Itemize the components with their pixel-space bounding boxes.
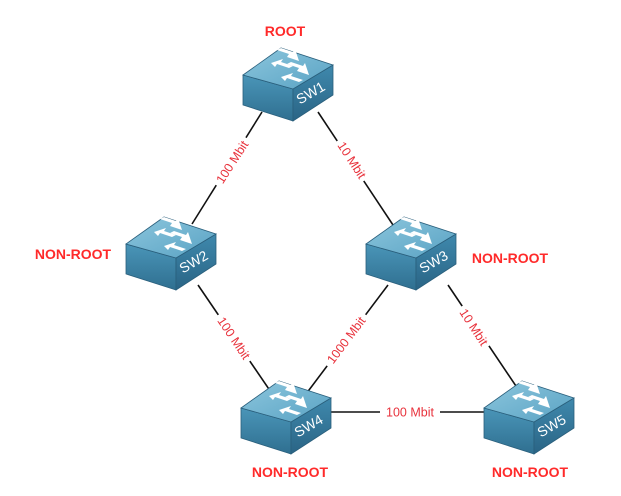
link-label-sw4-sw5: 100 Mbit <box>386 406 434 420</box>
role-label-sw4: NON-ROOT <box>252 464 329 480</box>
switch-sw4[interactable]: SW4 <box>240 380 332 455</box>
role-label-sw1: ROOT <box>265 23 306 39</box>
link-label-sw3-sw4: 1000 Mbit <box>324 314 369 367</box>
switch-sw3[interactable]: SW3 <box>365 216 457 291</box>
link-label-sw2-sw4: 100 Mbit <box>214 314 253 362</box>
switch-sw2[interactable]: SW2 <box>125 216 217 291</box>
role-label-sw2: NON-ROOT <box>35 246 112 262</box>
role-label-sw3: NON-ROOT <box>472 250 549 266</box>
link-labels: 100 Mbit 10 Mbit 100 Mbit 1000 Mbit 10 M… <box>210 134 494 420</box>
role-label-sw5: NON-ROOT <box>492 464 569 480</box>
link-label-sw1-sw2: 100 Mbit <box>213 138 251 186</box>
switch-sw5[interactable]: SW5 <box>483 380 575 455</box>
switch-sw1[interactable]: SW1 <box>242 47 334 122</box>
